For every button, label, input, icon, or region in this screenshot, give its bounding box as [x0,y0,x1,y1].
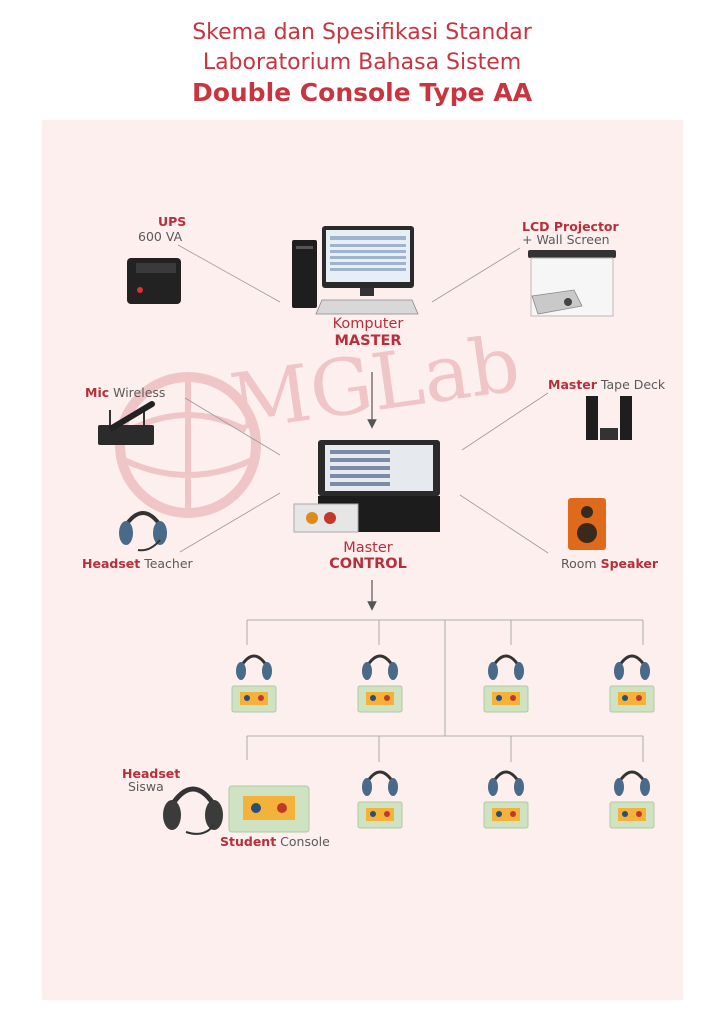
distribution-lines [246,619,644,762]
title-line-1: Skema dan Spesifikasi Standar [192,20,532,45]
label-headset-teacher: Headset Teacher [82,556,193,571]
headset-siswa-icon [163,786,223,835]
student-console-icon [357,685,403,713]
label-master-control-2: CONTROL [329,556,407,572]
ups-icon [127,258,181,304]
label-projector-spec: + Wall Screen [522,232,610,247]
student-console-icon [231,685,277,713]
student-station [357,770,403,829]
label-student-console: Student Console [220,834,330,849]
label-ups: UPS [158,214,187,229]
student-console-icon [609,801,655,829]
student-console-icon [483,801,529,829]
computer-icon [292,226,419,315]
label-ups-spec: 600 VA [138,229,183,244]
student-station [609,654,655,713]
label-headset-siswa: Headset [122,766,181,781]
label-tape-deck: Master Tape Deck [548,377,666,392]
student-station [483,770,529,829]
student-console-icon [483,685,529,713]
headset-icon [362,770,398,796]
headset-teacher-icon [119,511,167,552]
speaker-icon [568,498,606,550]
student-station [231,654,277,713]
projector-icon [528,250,616,317]
headset-icon [614,770,650,796]
headset-icon [614,654,650,680]
label-room-speaker: Room Speaker [561,556,659,571]
label-mic-wireless: Mic Wireless [85,385,166,400]
control-unit-icon [293,440,440,533]
tape-deck-icon [586,396,632,440]
label-projector: LCD Projector [522,219,619,234]
label-master-control-1: Master [343,540,393,556]
label-master: MASTER [334,333,402,349]
title-line-2: Laboratorium Bahasa Sistem [202,50,522,75]
headset-icon [488,654,524,680]
student-station [357,654,403,713]
student-console-icon [228,785,310,833]
student-console-icon [609,685,655,713]
label-headset-siswa-2: Siswa [128,779,164,794]
student-console-icon [357,801,403,829]
microphone-icon [98,401,155,445]
student-station [483,654,529,713]
headset-icon [362,654,398,680]
connector-lines [177,244,549,554]
label-komputer: Komputer [332,316,404,332]
student-station [609,770,655,829]
title-line-3: Double Console Type AA [191,78,533,107]
headset-icon [488,770,524,796]
headset-icon [236,654,272,680]
